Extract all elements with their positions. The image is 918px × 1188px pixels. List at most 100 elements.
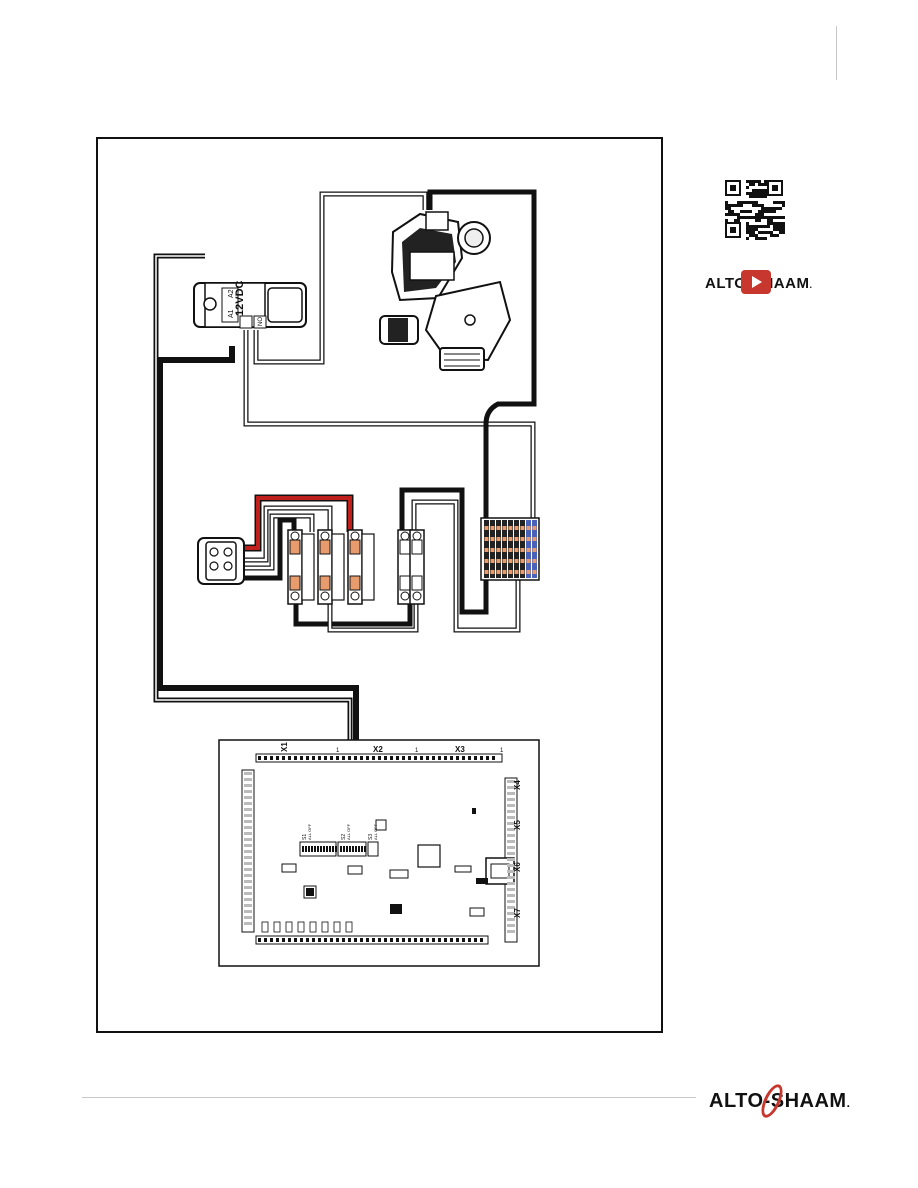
terminal-screw [508,570,513,574]
header-pin [507,900,515,903]
header-pin [507,816,515,819]
header-pin [378,756,381,760]
header-pin [312,938,315,942]
header-pin [426,938,429,942]
terminal-screw [508,526,513,530]
header-pin [507,798,515,801]
terminal-screw [496,526,501,530]
dip-switch [308,846,310,852]
header-pin [480,938,483,942]
header-pin [507,894,515,897]
terminal-screw [490,559,495,563]
terminal-screw [484,526,489,530]
header-pin [312,756,315,760]
dip-switch-label: S2 [341,834,347,840]
terminal-screw [490,537,495,541]
header-pin [244,772,252,775]
header-pin [456,756,459,760]
terminal-screw [520,548,525,552]
footer-divider [82,1097,696,1098]
fuse-holder [347,529,375,605]
terminal-screw [484,537,489,541]
terminal-screw [490,570,495,574]
fuse-holder [287,529,315,605]
terminal-screw [484,548,489,552]
dip-switch [311,846,313,852]
header-pin [244,850,252,853]
header-pin [507,786,515,789]
terminal-screw [502,526,507,530]
header-pin [396,756,399,760]
dip-switch [320,846,322,852]
header-pin [507,792,515,795]
board-jumper [345,921,353,933]
cable-black-switch-breaker [240,517,297,581]
terminal-screw [514,570,519,574]
terminal-screw [496,570,501,574]
header-pin [390,756,393,760]
header-pin [244,892,252,895]
relay-coil-a1-label: A1 [228,309,235,318]
wiring-diagram-frame [96,137,663,1033]
board-jumper [285,921,293,933]
header-pin [244,790,252,793]
dip-switch [305,846,307,852]
header-pin [507,912,515,915]
header-pin [244,856,252,859]
board-connector-label: X4 [513,780,522,790]
header-pin [244,898,252,901]
board-connector-label: X5 [513,820,522,830]
header-pin [414,756,417,760]
terminal-screw [526,526,531,530]
relay-contact-label: NO [258,317,264,326]
header-pin [390,938,393,942]
relay-coil-a2-label: A2 [228,289,235,298]
header-pin [288,756,291,760]
header-pin [507,864,515,867]
terminal-screw [508,559,513,563]
terminal-screw [526,548,531,552]
header-pin [384,938,387,942]
header-pin [348,756,351,760]
header-pin [402,756,405,760]
play-video-button[interactable] [741,270,771,294]
header-pin [336,938,339,942]
header-pin [507,882,515,885]
terminal-screw [520,570,525,574]
header-pin [486,756,489,760]
dip-switch [332,846,334,852]
header-pin [244,868,252,871]
header-pin [402,938,405,942]
header-pin [244,844,252,847]
header-pin [438,938,441,942]
terminal-screw [508,537,513,541]
header-pin [507,930,515,933]
board-jumper [261,921,269,933]
board-jumper [309,921,317,933]
terminal-screw [490,526,495,530]
header-pin [507,810,515,813]
header-pin [432,756,435,760]
dip-switch [361,846,363,852]
header-pin [396,938,399,942]
header-pin [354,938,357,942]
header-pin [244,874,252,877]
header-pin [432,938,435,942]
board-connector-label: X7 [513,908,522,918]
header-pin [276,756,279,760]
terminal-screw [532,548,537,552]
header-pin [507,846,515,849]
board-jumper [321,921,329,933]
terminal-screw [514,537,519,541]
header-pin [450,756,453,760]
header-pin [366,756,369,760]
header-pin [456,938,459,942]
header-pin [462,938,465,942]
terminal-screw [496,559,501,563]
header-pin [462,756,465,760]
qr-code[interactable] [723,178,785,240]
dip-switch [323,846,325,852]
fuse-holder [397,529,413,605]
header-pin [480,756,483,760]
header-pin [444,756,447,760]
